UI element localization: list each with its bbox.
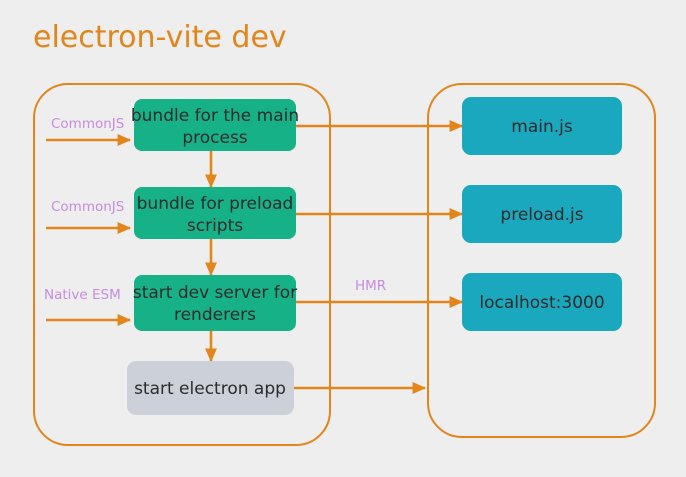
node-preload-js[interactable]: preload.js (462, 185, 622, 243)
node-main-bundle-label-line1: bundle for the main (131, 106, 299, 126)
node-dev-server[interactable]: start dev server for renderers (133, 275, 297, 331)
node-dev-server-label-line2: renderers (174, 305, 256, 325)
node-preload-bundle-label-line1: bundle for preload (137, 194, 294, 214)
page-title: electron-vite dev (33, 20, 287, 55)
node-preload-bundle[interactable]: bundle for preload scripts (134, 187, 296, 239)
node-preload-js-label: preload.js (500, 205, 583, 225)
node-dev-server-label-line1: start dev server for (133, 283, 297, 303)
node-main-bundle-label-line2: process (182, 128, 247, 148)
output-group-container (427, 83, 656, 438)
node-preload-bundle-label-line2: scripts (187, 216, 243, 236)
node-localhost-label: localhost:3000 (479, 293, 604, 313)
edge-label-commonjs-preload: CommonJS (51, 199, 124, 215)
node-electron-app[interactable]: start electron app (127, 361, 294, 415)
build-group-container (33, 83, 331, 446)
node-main-js[interactable]: main.js (462, 97, 622, 155)
node-electron-app-label: start electron app (134, 379, 286, 399)
node-main-bundle[interactable]: bundle for the main process (131, 99, 299, 151)
edge-label-commonjs-main: CommonJS (51, 116, 124, 132)
edge-label-hmr: HMR (355, 278, 386, 294)
edge-label-native-esm: Native ESM (44, 287, 121, 303)
node-localhost[interactable]: localhost:3000 (462, 273, 622, 331)
node-main-js-label: main.js (511, 117, 573, 137)
